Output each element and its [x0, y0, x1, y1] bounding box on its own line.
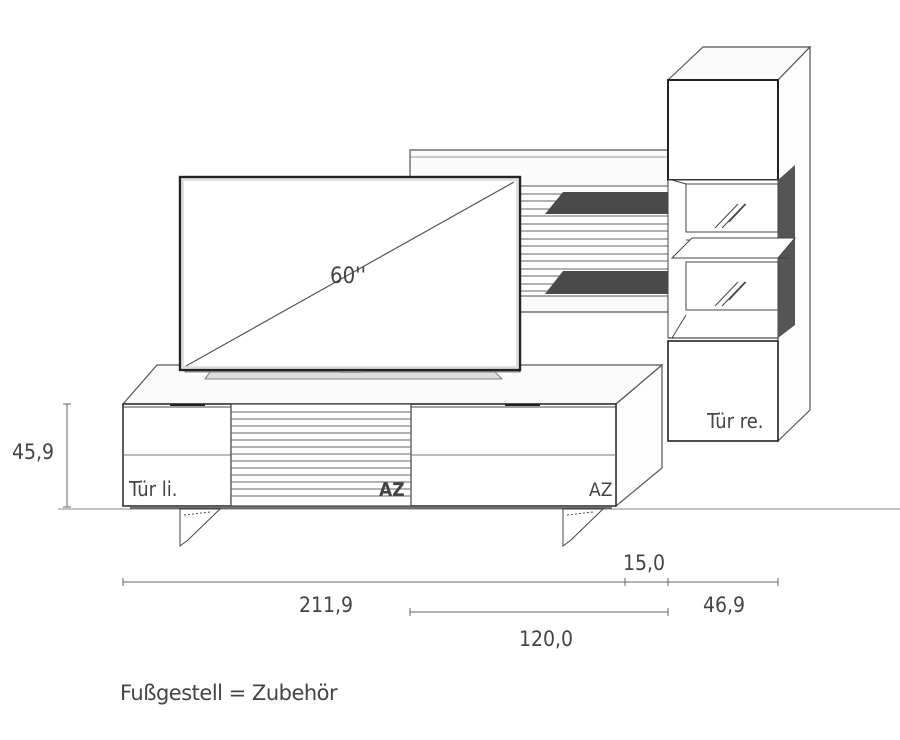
leg-left	[179, 508, 222, 547]
dimension-lines	[63, 403, 779, 616]
glass-shelves	[545, 192, 668, 294]
cabinet-width-dimension: 46,9	[703, 593, 745, 617]
tv-size-label: 60''	[330, 264, 366, 289]
leg-right	[562, 508, 605, 547]
sideboard	[121, 363, 664, 509]
tall-cabinet	[666, 45, 812, 443]
az-bold-label: AZ	[379, 479, 405, 501]
door-right-label: Tür re.	[706, 409, 764, 433]
gap-dimension: 15,0	[623, 551, 665, 575]
tv	[178, 175, 522, 380]
caption-accessory-note: Fußgestell = Zubehör	[120, 681, 338, 705]
total-width-dimension: 211,9	[299, 593, 353, 617]
az-plain-label: AZ	[589, 479, 612, 501]
middle-width-dimension: 120,0	[519, 627, 573, 651]
height-dimension: 45,9	[12, 440, 54, 464]
door-left-label: Tür li.	[128, 477, 177, 501]
